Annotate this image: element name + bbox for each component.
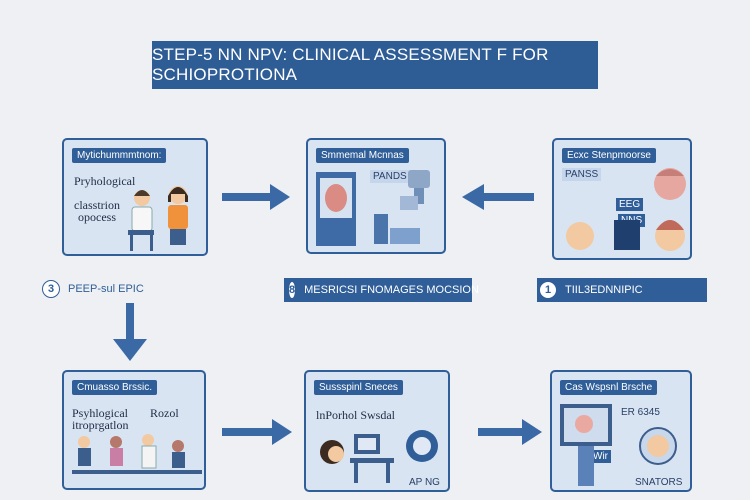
box-text: classtrion — [74, 198, 120, 212]
box-header: Smmemal Mcnnas — [316, 148, 409, 163]
step-number: 8 — [288, 281, 297, 299]
box-text: Psyhlogical — [72, 406, 128, 420]
arrow-down-left — [113, 303, 147, 361]
arrow-right-top-1 — [222, 184, 290, 210]
box-tag: Wir — [590, 450, 611, 463]
box-header: Mytichummmtnom: — [72, 148, 167, 163]
group-session-illustration — [72, 434, 202, 474]
box-text: Pryhological — [74, 174, 136, 188]
step-label-text: TIIL3EDNNIPIC — [565, 284, 643, 296]
step-label-text: PEEP-sul EPIC — [68, 283, 144, 295]
box-text: lnPorhol Swsdal — [316, 408, 396, 422]
step-box-top-left: Mytichummmtnom: Pryhological classtrion … — [62, 138, 208, 256]
step-box-bottom-right: Cas Wspsnl Brsche ER 6345 Wir SNATORS — [550, 370, 692, 492]
box-header: Cas Wspsnl Brsche — [560, 380, 658, 395]
step-box-bottom-mid: Sussspinl Sneces lnPorhol Swsdal AP NG — [304, 370, 450, 492]
monitor-patient-illustration — [560, 404, 677, 486]
box-tag: ER 6345 — [621, 407, 660, 418]
brain-head-illustration — [566, 168, 686, 251]
step-number: 1 — [539, 281, 557, 299]
scale-tag: PANDS — [370, 170, 410, 183]
step-label-right: 1 TIIL3EDNNIPIC — [537, 278, 707, 302]
step-label-text: MESRICSI FNOMAGES MOCSION — [304, 284, 479, 296]
box-text: itroprgatlon — [72, 418, 129, 432]
box-tag: AP NG — [409, 477, 440, 488]
box-text: Rozol — [150, 406, 179, 420]
box-text: opocess — [78, 210, 116, 224]
step-label-left: 3 PEEP-sul EPIC — [42, 277, 144, 301]
eeg-tag: EEG — [616, 198, 644, 211]
box-header: Sussspinl Sneces — [314, 380, 403, 395]
box-tag: SNATORS — [635, 477, 683, 488]
scale-tag: PANSS — [562, 168, 602, 181]
computer-session-illustration — [320, 430, 438, 483]
arrow-right-bottom-1 — [222, 419, 292, 445]
box-header: Ecxc Stenpmoorse — [562, 148, 656, 163]
arrow-left-top-2 — [462, 184, 534, 210]
clinician-illustration — [128, 186, 188, 251]
arrow-right-bottom-2 — [478, 419, 542, 445]
step-number: 3 — [42, 280, 60, 298]
step-box-bottom-left: Cmuasso Brssic. Psyhlogical Rozol itropr… — [62, 370, 206, 490]
step-label-mid: 8 MESRICSI FNOMAGES MOCSION — [284, 278, 479, 302]
diagram-title: STEP-5 NN NPV: CLINICAL ASSESSMENT F FOR… — [152, 41, 598, 89]
brain-scan-illustration — [316, 170, 430, 246]
box-header: Cmuasso Brssic. — [72, 380, 158, 395]
step-box-top-mid: Smmemal Mcnnas PANDS — [306, 138, 446, 254]
step-box-top-right: Ecxc Stenpmoorse PANSS EEG NNS — [552, 138, 692, 260]
